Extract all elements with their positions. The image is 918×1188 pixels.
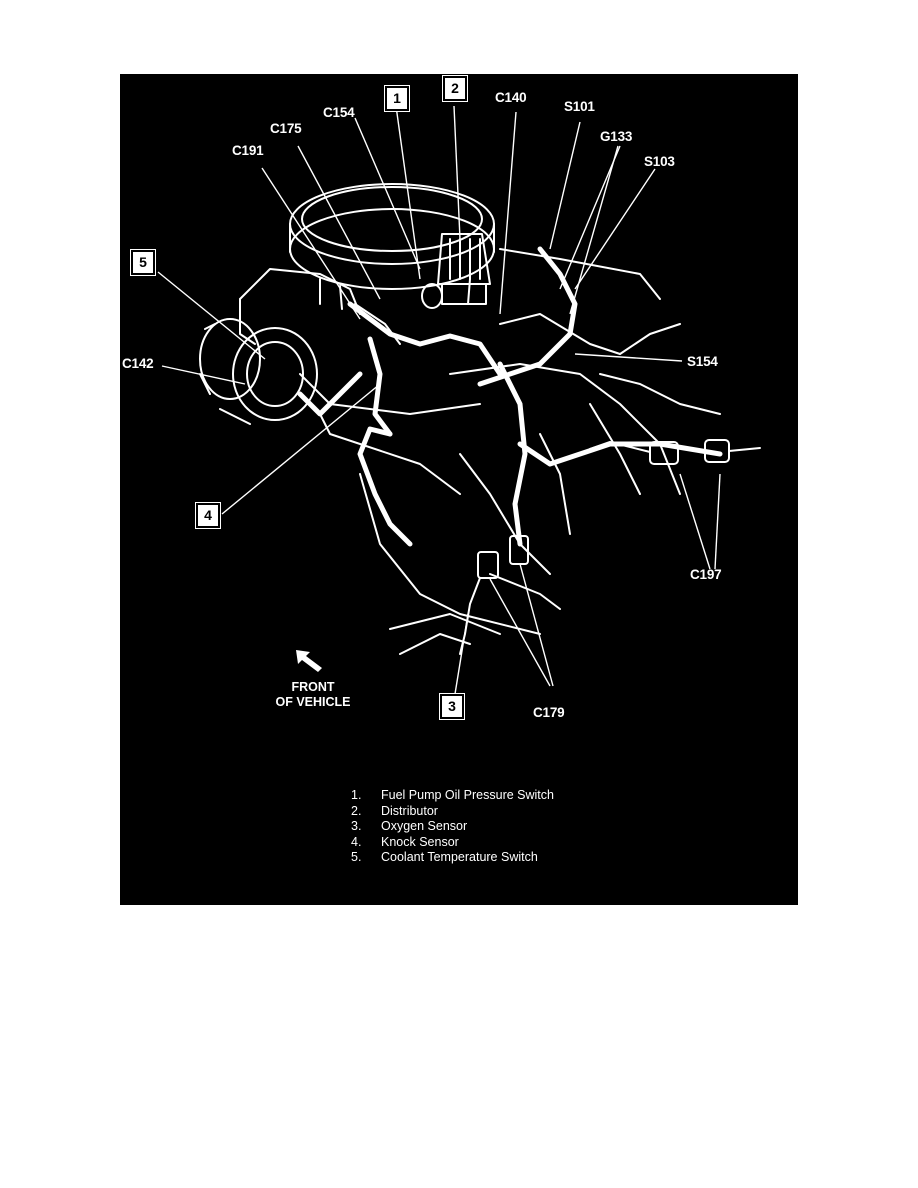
engine-wiring-diagram: C154 C175 C191 C140 S101 G133 S103 C142 … [120, 74, 798, 905]
c197-connectors [589, 439, 761, 465]
component-box-1: 1 [384, 85, 410, 112]
c179-connectors [389, 535, 561, 655]
callout-c140: C140 [495, 90, 527, 105]
component-box-2: 2 [442, 75, 468, 102]
legend-item: 5. Coolant Temperature Switch [351, 850, 554, 866]
component-box-4: 4 [195, 502, 221, 529]
legend-item: 2. Distributor [351, 804, 554, 820]
legend-number: 3. [351, 819, 362, 833]
distributor-shape [421, 233, 491, 309]
legend-text: Fuel Pump Oil Pressure Switch [381, 788, 554, 802]
legend-text: Distributor [381, 803, 438, 818]
legend-text: Coolant Temperature Switch [381, 850, 538, 864]
callout-s101: S101 [564, 99, 595, 114]
legend-item: 1. Fuel Pump Oil Pressure Switch [351, 788, 554, 804]
engine-block [239, 248, 721, 635]
front-of-vehicle-label: FRONT OF VEHICLE [268, 680, 358, 710]
callout-c175: C175 [270, 121, 302, 136]
wiring-harness [297, 246, 723, 547]
legend-number: 4. [351, 834, 362, 849]
callout-s154: S154 [687, 354, 718, 369]
air-cleaner [289, 183, 495, 310]
callout-c197: C197 [690, 567, 722, 582]
front-label-line1: FRONT [291, 680, 335, 694]
callout-g133: G133 [600, 129, 633, 144]
legend-item: 4. Knock Sensor [351, 835, 554, 851]
figure-code: 121153 [773, 896, 796, 903]
callout-c191: C191 [232, 143, 264, 158]
front-label-line2: OF VEHICLE [275, 695, 351, 709]
component-box-3: 3 [439, 693, 465, 720]
legend-item: 3. Oxygen Sensor [351, 819, 554, 835]
callout-c142: C142 [122, 356, 154, 371]
leader-lines [157, 105, 721, 695]
legend-number: 5. [351, 850, 362, 864]
callout-c154: C154 [323, 105, 355, 120]
legend-text: Oxygen Sensor [381, 819, 468, 833]
arrow-up-left-icon [296, 650, 322, 672]
callout-c179: C179 [533, 705, 565, 720]
component-box-5: 5 [130, 249, 156, 276]
legend-number: 1. [351, 788, 362, 802]
callout-s103: S103 [644, 154, 675, 169]
harness-texture [349, 248, 576, 545]
alternator [199, 318, 318, 425]
component-legend: 1. Fuel Pump Oil Pressure Switch 2. Dist… [351, 788, 554, 866]
legend-number: 2. [351, 803, 362, 818]
engine-illustration [157, 105, 761, 695]
legend-text: Knock Sensor [381, 834, 459, 849]
